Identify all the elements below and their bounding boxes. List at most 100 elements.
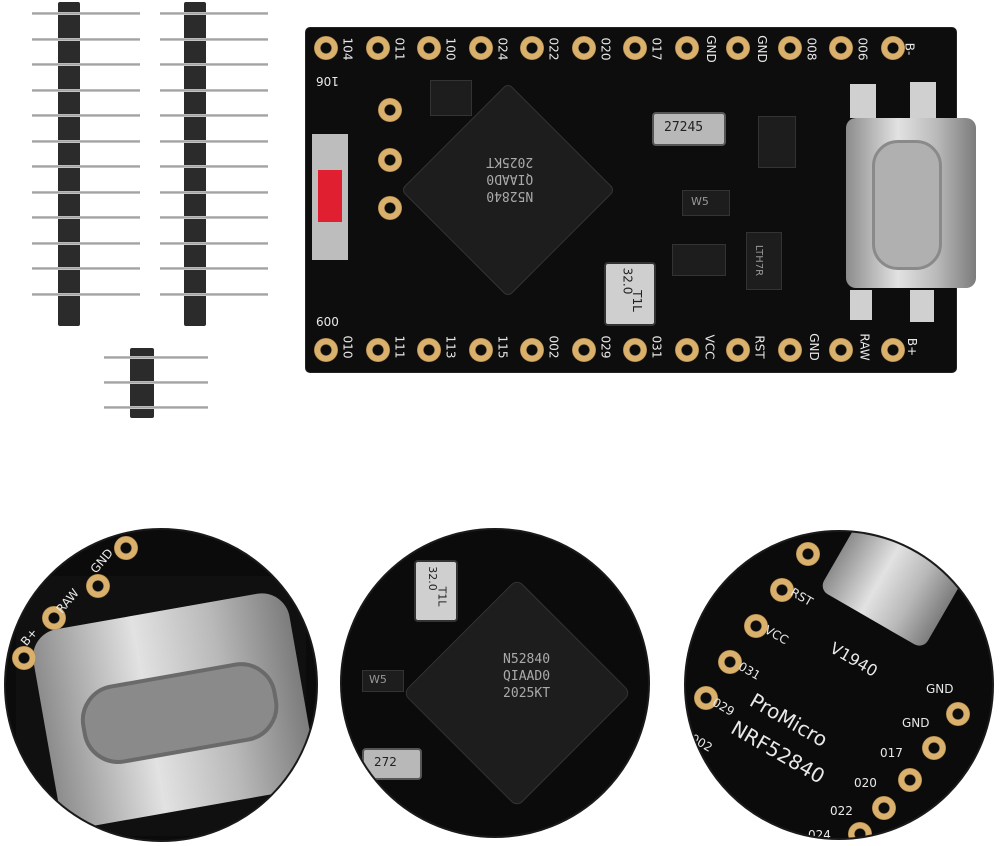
crystal-27245: 27245 [652, 112, 726, 146]
zoom-label-v1940: V1940 [826, 638, 881, 681]
bottom-pin-label: RAW [857, 333, 872, 361]
bottom-pin-label: 010 [340, 335, 355, 359]
zoom-272-label: 272 [374, 755, 397, 769]
header-pin [32, 267, 140, 270]
header-pin [160, 114, 268, 117]
bottom-pad [571, 338, 596, 362]
bottom-pin-label: 115 [494, 335, 509, 359]
usb-mount [850, 84, 876, 118]
header-pin [160, 267, 268, 270]
header-pin [32, 165, 140, 168]
zoom-label-020: 020 [854, 776, 877, 790]
zoom-label-029: 029 [710, 695, 737, 719]
header-pin [160, 63, 268, 66]
bottom-pad [468, 338, 493, 362]
header-pin [160, 292, 268, 296]
pin-header-12-left [32, 2, 140, 326]
header-pin [104, 406, 208, 409]
zoom-pad [86, 574, 110, 598]
zoom-pad [946, 702, 970, 726]
pin-header-12-right [160, 2, 268, 326]
zoom-label-gnd: GND [87, 545, 116, 577]
top-pad [623, 36, 647, 60]
zoom-mcu-view: N52840 QIAAD0 2025KT 32.0 T1L 272 W5 [340, 528, 650, 838]
top-pin-label: GND [754, 35, 769, 63]
zoom-label-017: 017 [880, 746, 903, 760]
zoom-pad [718, 650, 742, 674]
side-pad [378, 98, 402, 122]
header-pin [160, 190, 268, 194]
bottom-pad [314, 338, 338, 362]
bottom-pin-label: B+ [904, 337, 919, 357]
zoom-pad [796, 542, 820, 566]
zoom-label-002: 002 [688, 731, 715, 755]
header-pin [104, 356, 208, 359]
top-pad [777, 36, 802, 60]
bottom-pin-label: VCC [701, 334, 716, 360]
zoom-promicro-back-view: RST VCC 031 029 002 V1940 GND GND 017 02… [684, 530, 994, 840]
top-pad [468, 36, 493, 60]
zoom-pad [42, 606, 66, 630]
reset-button-led [312, 134, 348, 260]
top-pin-label: B- [901, 42, 916, 56]
zoom-pad [114, 536, 138, 560]
top-pad [417, 36, 441, 60]
top-pad [520, 36, 544, 60]
bottom-pin-label: 029 [597, 335, 612, 359]
small-ic [430, 80, 472, 116]
zoom-mcu-text-2: QIAAD0 [503, 668, 551, 684]
zoom-pad [872, 796, 896, 820]
zoom-usb-c-view: GND RAW B+ [4, 528, 318, 842]
crystal-t1l-label: T1L [629, 290, 644, 312]
zoom-crystal-label-2: T1L [435, 586, 449, 607]
bottom-pad [829, 338, 853, 362]
mcu-text-2: QIAAD0 [486, 170, 534, 186]
header-pin [160, 216, 268, 219]
bottom-pin-label: 002 [546, 335, 561, 359]
regulator-chip [758, 116, 796, 168]
top-pad [674, 36, 699, 60]
zoom-pad [848, 822, 872, 838]
crystal-27245-label: 27245 [664, 120, 704, 135]
bottom-pad [674, 338, 699, 362]
bottom-pad [417, 338, 441, 362]
top-pin-label: 024 [494, 37, 509, 61]
zoom-label-gnd-1: GND [926, 682, 954, 696]
small-ic [672, 244, 726, 276]
zoom-label-022: 022 [830, 804, 853, 818]
header-pin [160, 12, 268, 15]
zoom-usb-shell [819, 532, 973, 650]
bottom-pin-label: 111 [391, 335, 406, 359]
header-pin [104, 381, 208, 384]
bottom-pin-label: GND [806, 333, 821, 361]
zoom-label-031: 031 [736, 659, 763, 683]
header-pin [160, 139, 268, 143]
header-pin [160, 88, 268, 92]
header-pin [32, 216, 140, 219]
zoom-w5-label: W5 [369, 673, 387, 686]
top-pin-label: 011 [391, 37, 406, 61]
label-106: 106 [316, 74, 339, 88]
zoom-label-vcc: VCC [762, 622, 791, 648]
usb-c-connector [846, 118, 976, 288]
zoom-pad [744, 614, 768, 638]
bottom-pad [880, 338, 905, 362]
top-pad [880, 36, 905, 60]
zoom-label-gnd-2: GND [902, 716, 930, 730]
component-w5: W5 [682, 190, 730, 216]
header-pin [32, 190, 140, 194]
top-pin-label: 100 [443, 37, 458, 61]
usb-mount [910, 290, 934, 322]
header-pin [32, 88, 140, 92]
header-pin [32, 114, 140, 117]
bottom-pin-label: RST [752, 335, 767, 359]
top-pad [314, 36, 338, 60]
mcu-text-1: N52840 [486, 187, 534, 203]
top-pad [726, 36, 750, 60]
bottom-pin-label: 113 [443, 335, 458, 359]
zoom-mcu-text-3: 2025KT [503, 685, 551, 701]
top-pad [571, 36, 596, 60]
top-pin-label: 104 [340, 37, 355, 61]
header-pin [32, 139, 140, 143]
